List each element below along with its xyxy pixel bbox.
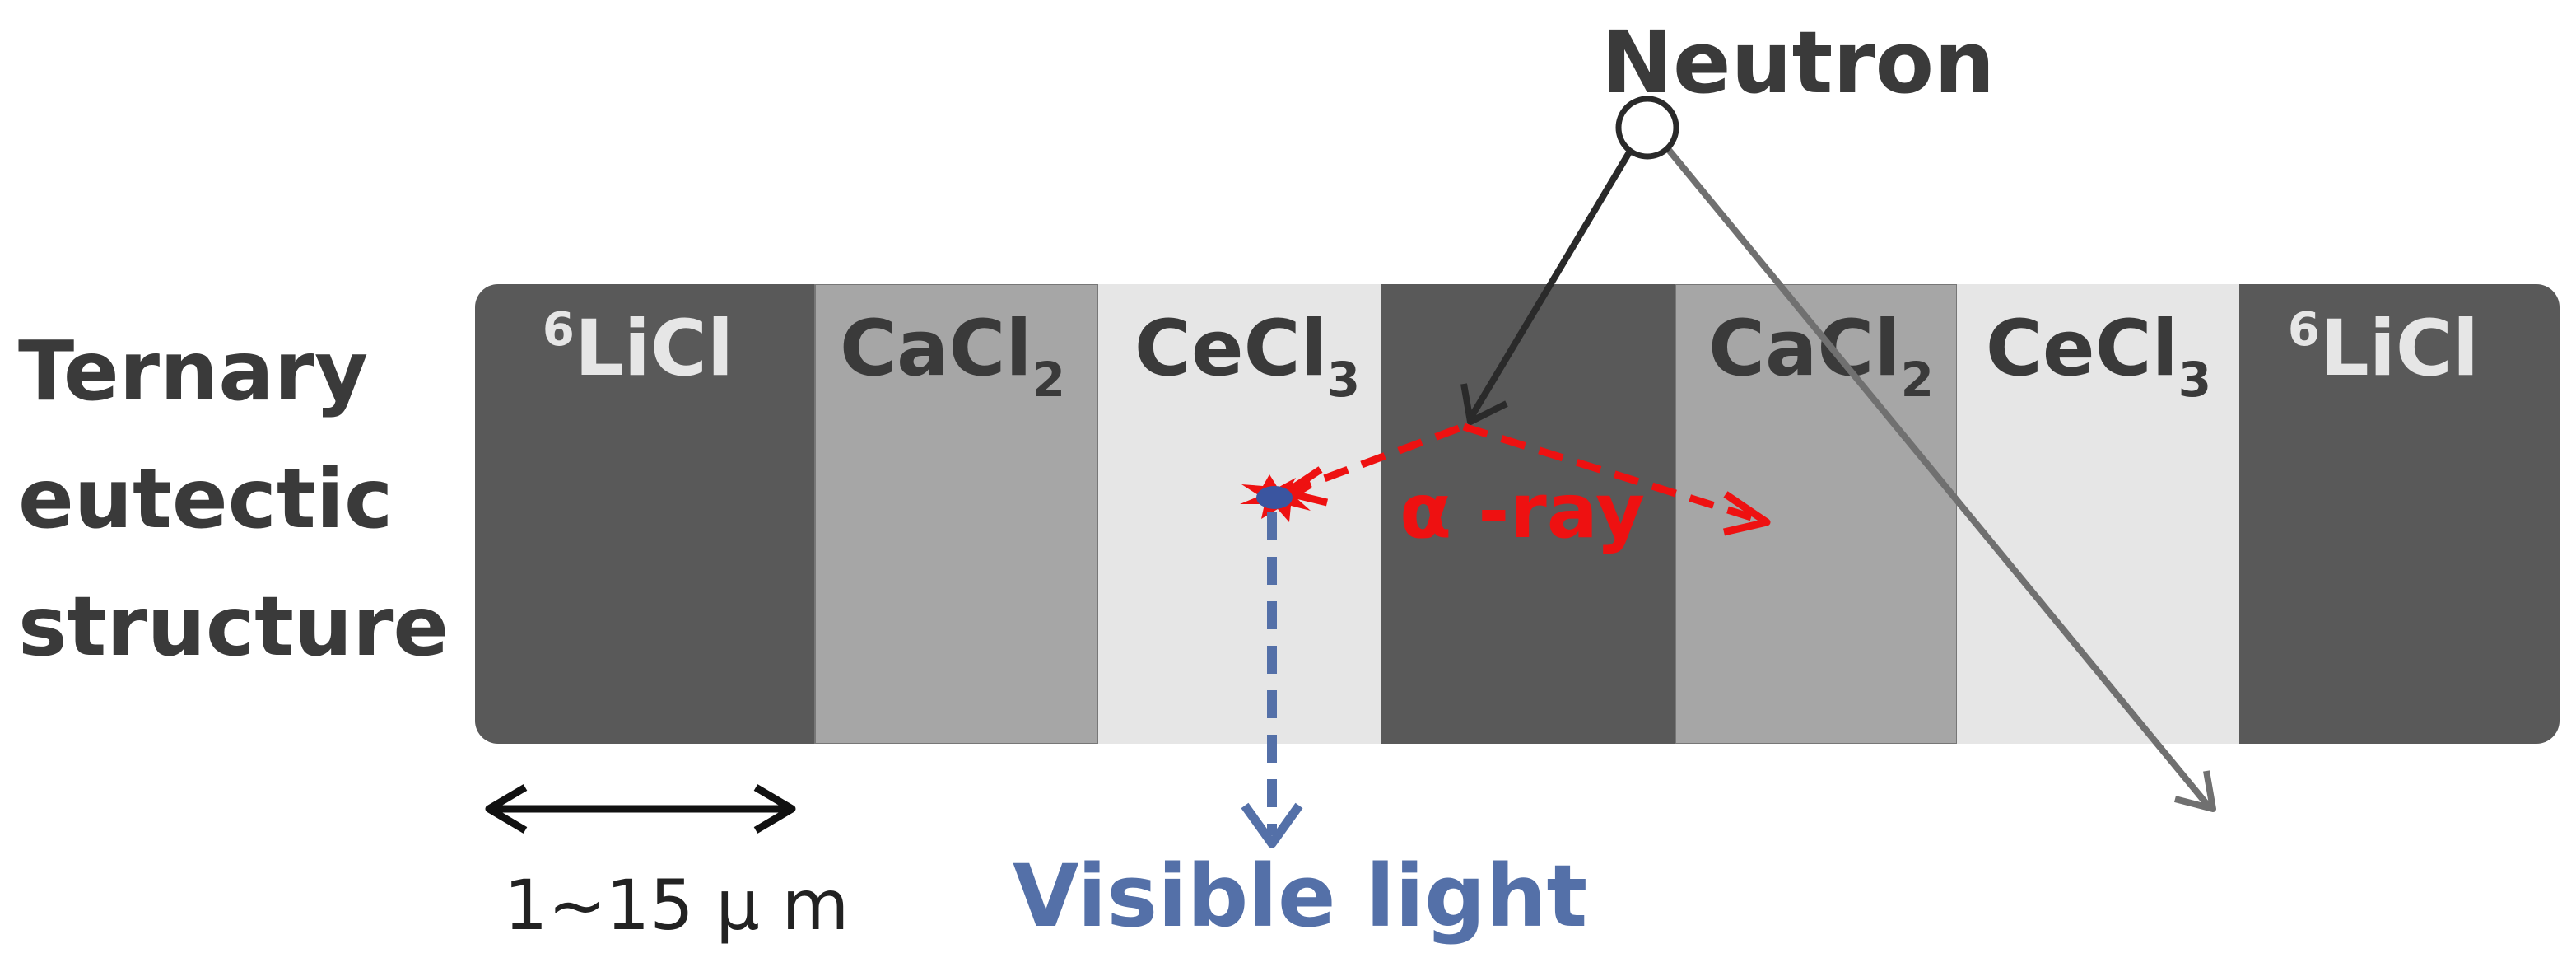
layer-label-sub: 3 (2178, 352, 2211, 408)
side-label: Ternary eutectic structure (18, 323, 449, 675)
neutron-absorbed-path (1460, 146, 1635, 425)
layer-label: CeCl3 (1986, 304, 2211, 408)
side-label-line-1: Ternary (18, 323, 368, 419)
layer-label-base: CeCl (1134, 304, 1327, 394)
layer-block (475, 284, 815, 744)
layer-label: CaCl2 (840, 304, 1065, 408)
layer-label-base: CeCl (1986, 304, 2178, 394)
neutron-label: Neutron (1601, 12, 1995, 113)
layer-label-sub: 2 (1901, 352, 1934, 408)
layer-block (1675, 284, 1958, 744)
layer-block (1381, 284, 1675, 744)
layer-label: 6LiCl (543, 303, 734, 394)
layer-label-sup: 6 (2288, 303, 2320, 357)
layer-block (2239, 284, 2560, 744)
eutectic-layer-bar (475, 284, 2560, 744)
neutron-icon (1615, 96, 1679, 160)
visible-light-label: Visible light (1013, 846, 1587, 946)
layer-label-base: LiCl (2320, 304, 2479, 394)
layer-label-sub: 2 (1032, 352, 1065, 408)
side-label-line-2: eutectic (18, 451, 393, 547)
scale-bar (485, 784, 796, 834)
visible-light-path (1241, 512, 1303, 848)
layer-block (1098, 284, 1381, 744)
layer-label-base: LiCl (575, 304, 734, 394)
layer-label: 6LiCl (2288, 303, 2479, 394)
layer-label-sub: 3 (1327, 352, 1360, 408)
layer-label: CaCl2 (1708, 304, 1934, 408)
layer-label-sup: 6 (543, 303, 575, 357)
scale-label: 1~15 μ m (504, 865, 849, 946)
neutron-transmitted-path (1661, 142, 2216, 812)
layer-label: CeCl3 (1134, 304, 1360, 408)
side-label-line-3: structure (18, 578, 449, 675)
layer-label-base: CaCl (840, 304, 1032, 394)
alpha-ray-label: α -ray (1400, 467, 1645, 555)
emission-point (1256, 486, 1293, 509)
layer-block (814, 284, 1099, 744)
